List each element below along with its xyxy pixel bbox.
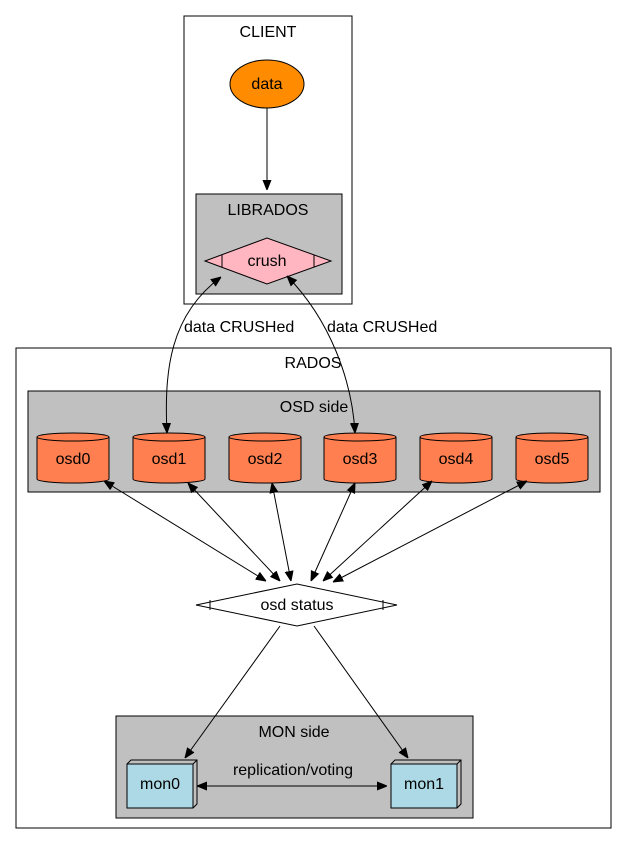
crush-osd1-edge-label: data CRUSHed <box>184 319 294 336</box>
mon-node-0: mon0 <box>126 759 198 809</box>
crush-osd3-edge <box>287 276 355 433</box>
librados-cluster-label: LIBRADOS <box>228 202 309 219</box>
client-cluster: CLIENT <box>183 15 353 305</box>
osd-status-label: osd status <box>261 597 334 614</box>
osd3-status-edge <box>311 483 355 581</box>
data-node-label: data <box>251 76 282 93</box>
client-cluster-label: CLIENT <box>240 24 297 41</box>
crush-osd1-edge <box>166 277 221 433</box>
osd-node-label: osd1 <box>152 451 187 468</box>
crush-node: crush <box>203 237 333 285</box>
osd-side-cluster-label: OSD side <box>280 399 349 416</box>
mon-node-label: mon0 <box>140 776 180 793</box>
osd-node-label: osd2 <box>248 451 283 468</box>
osd-node-4: osd4 <box>419 432 493 484</box>
mon-link-label: replication/voting <box>233 762 353 779</box>
osd-node-label: osd0 <box>56 451 91 468</box>
status-mon0-edge <box>185 625 281 758</box>
osd2-status-edge <box>272 483 291 581</box>
osd-node-2: osd2 <box>228 432 302 484</box>
osd4-status-edge <box>323 481 432 581</box>
crush-osd3-edge-label: data CRUSHed <box>327 319 437 336</box>
osd-node-5: osd5 <box>515 432 589 484</box>
mon-node-1: mon1 <box>390 759 462 809</box>
status-mon1-edge <box>313 625 408 758</box>
osd5-status-edge <box>333 481 527 582</box>
osd-node-1: osd1 <box>132 432 206 484</box>
osd-node-label: osd4 <box>439 451 474 468</box>
crush-node-label: crush <box>247 253 286 270</box>
osd-node-label: osd3 <box>343 451 378 468</box>
osd1-status-edge <box>188 483 280 581</box>
osd-node-3: osd3 <box>323 432 397 484</box>
data-node: data <box>229 59 305 109</box>
rados-cluster-label: RADOS <box>285 355 342 372</box>
osd-node-0: osd0 <box>36 432 110 484</box>
mon-node-label: mon1 <box>404 776 444 793</box>
osd-node-label: osd5 <box>535 451 570 468</box>
osd-side-cluster: OSD side <box>27 390 601 493</box>
osd0-status-edge <box>104 481 266 581</box>
osd-status-node: osd status <box>195 583 398 627</box>
mon-side-cluster-label: MON side <box>258 724 329 741</box>
